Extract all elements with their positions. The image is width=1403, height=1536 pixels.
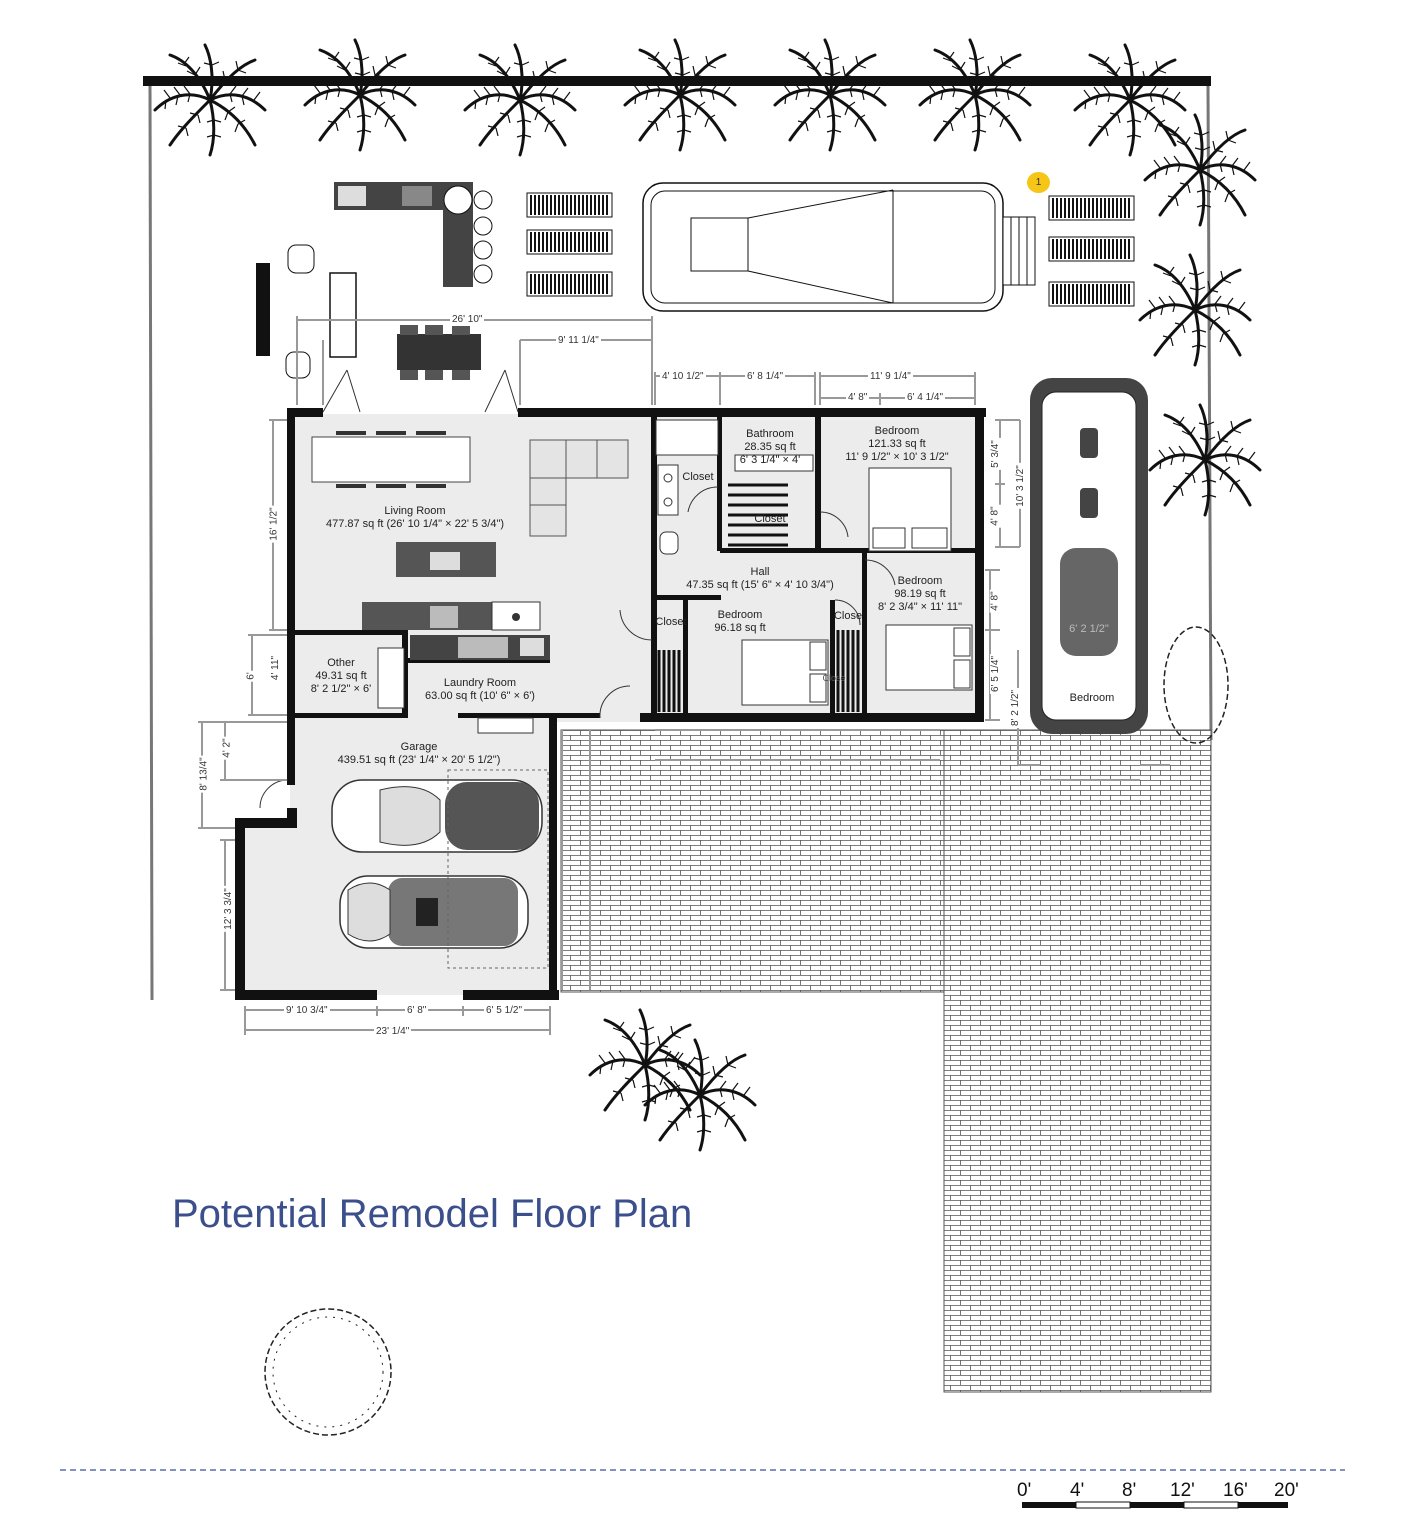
scale-label: 12' [1170, 1480, 1195, 1501]
room-area: 439.51 sq ft (23' 1/4" × 20' 5 1/2") [337, 754, 501, 766]
room-dims: 8' 2 1/2" × 6' [310, 683, 372, 695]
scale-label: 16' [1223, 1480, 1248, 1501]
dimension-label: 4' 2" [221, 736, 234, 760]
outdoor-sofa [329, 272, 357, 358]
property-right-line [1206, 85, 1213, 741]
dimension-label: 9' 10 3/4" [284, 1005, 330, 1017]
room-label-bedroom-3: Bedroom 96.18 sq ft [700, 609, 780, 635]
room-label-laundry: Laundry Room 63.00 sq ft (10' 6" × 6') [418, 677, 542, 703]
dimension-label: 8' 2 1/2" [1010, 687, 1023, 729]
room-name: Hall [750, 566, 770, 578]
room-label-closet: Close [833, 610, 863, 622]
scale-label: 4' [1070, 1480, 1085, 1501]
sectional-sofa [529, 439, 629, 537]
room-area: 96.18 sq ft [714, 622, 766, 634]
dimension-label: 4' 8" [846, 392, 870, 404]
room-label-living: Living Room 477.87 sq ft (26' 10 1/4" × … [315, 505, 515, 531]
room-label-closet: Closet [754, 513, 786, 525]
dimension-label: 8' 13/4" [198, 755, 211, 793]
dimension-label: 26' 10" [450, 314, 485, 326]
wall-panel [256, 263, 270, 356]
room-name: Bedroom [717, 609, 763, 621]
room-name: Bedroom [874, 425, 920, 437]
room-label-bedroom-4: 6' 2 1/2" [1054, 623, 1124, 636]
driveway-paving [560, 729, 947, 993]
bus [1030, 378, 1148, 734]
dimension-label: 12' 3 3/4" [222, 886, 235, 932]
scale-label: 0' [1017, 1480, 1032, 1501]
marker-badge[interactable]: 1 [1027, 172, 1050, 193]
dimension-label: 6' 8 1/4" [745, 371, 786, 383]
dimension-label: 10' 3 1/2" [1014, 463, 1027, 509]
room-area: 477.87 sq ft (26' 10 1/4" × 22' 5 3/4") [325, 518, 505, 530]
property-top-fence [143, 76, 1211, 86]
room-dims: 11' 9 1/2" × 10' 3 1/2" [845, 451, 949, 463]
dining-table [311, 436, 471, 483]
dimension-label: 4' 8" [989, 589, 1002, 613]
room-area: 28.35 sq ft [744, 441, 796, 453]
room-label-bedroom-2: Bedroom 98.19 sq ft 8' 2 3/4" × 11' 11" [868, 575, 972, 614]
dimension-label: 6' 8" [405, 1005, 429, 1017]
dimension-label: 16' 1/2" [268, 505, 281, 543]
room-label-closet: Closet [682, 471, 714, 483]
dimension-label: 9' 11 1/4" [556, 335, 601, 347]
dimension-label: 4' 8" [989, 504, 1002, 528]
dimension-label: 6' 5 1/2" [484, 1005, 525, 1017]
room-label-bedroom-4-name: Bedroom [1069, 692, 1115, 704]
room-label-garage: Garage 439.51 sq ft (23' 1/4" × 20' 5 1/… [324, 741, 514, 767]
bed [741, 467, 973, 706]
car [331, 779, 543, 949]
round-tree [264, 626, 1229, 1436]
scale-label: 8' [1122, 1480, 1137, 1501]
laundry-counter [377, 647, 405, 709]
room-name: Living Room [384, 505, 446, 517]
room-dims: 8' 2 3/4" × 11' 11" [877, 601, 963, 613]
property-left-line [148, 85, 154, 1001]
room-area: 6' 2 1/2" [1069, 623, 1109, 635]
scale-bar [1022, 1501, 1288, 1509]
pool [642, 182, 1036, 312]
dimension-label: 4' 11" [270, 653, 283, 683]
closet-shelving [657, 483, 860, 712]
room-label-closet: Close [822, 673, 846, 683]
room-area: 121.33 sq ft [868, 438, 926, 450]
driveway-paving [943, 729, 1212, 1393]
room-name: Bedroom [897, 575, 943, 587]
scale-label: 20' [1274, 1480, 1299, 1501]
room-area: 63.00 sq ft (10' 6" × 6') [425, 690, 535, 702]
room-area: 49.31 sq ft [315, 670, 367, 682]
room-area: 47.35 sq ft (15' 6" × 4' 10 3/4") [686, 579, 834, 591]
dimension-label: 6' 5 1/4" [990, 653, 1003, 695]
doors [259, 369, 896, 809]
dimension-label: 6' 4 1/4" [905, 392, 946, 404]
plan-title: Potential Remodel Floor Plan [172, 1192, 693, 1236]
room-name: Laundry Room [443, 677, 517, 689]
room-name: Other [327, 657, 355, 669]
shower [655, 419, 719, 456]
dimension-label: 11' 9 1/4" [868, 371, 913, 383]
room-label-other: Other 49.31 sq ft 8' 2 1/2" × 6' [302, 657, 380, 696]
outdoor-kitchen [334, 182, 493, 287]
kitchen-counter [362, 601, 550, 660]
room-label-closet: Closet [655, 616, 687, 628]
room-label-bathroom: Bathroom 28.35 sq ft 6' 3 1/4" × 4' [725, 428, 815, 467]
dimension-label: 5' 3/4" [989, 438, 1002, 470]
room-name: Bathroom [746, 428, 794, 440]
outdoor-chair [287, 244, 315, 274]
room-area: 98.19 sq ft [894, 588, 946, 600]
room-name: Garage [400, 741, 438, 753]
dimension-label: 6' [245, 670, 258, 682]
room-label-hall: Hall 47.35 sq ft (15' 6" × 4' 10 3/4") [676, 566, 844, 592]
dimension-label: 23' 1/4" [374, 1026, 412, 1038]
room-label-bedroom-1: Bedroom 121.33 sq ft 11' 9 1/2" × 10' 3 … [838, 425, 956, 464]
outdoor-dining-table [397, 325, 481, 380]
room-dims: 6' 3 1/4" × 4' [739, 454, 801, 466]
dimension-label: 4' 10 1/2" [660, 371, 706, 383]
